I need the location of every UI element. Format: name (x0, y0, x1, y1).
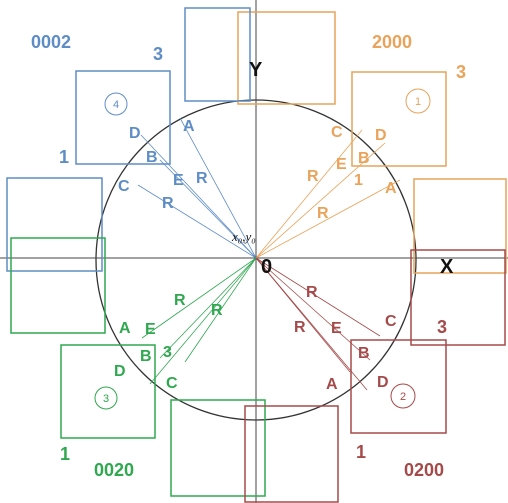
q3-number: 3 (103, 393, 109, 405)
q1-letter-1: 1 (354, 172, 363, 189)
q3-square-main (60, 344, 156, 439)
q3-corner-label: 1 (60, 444, 70, 464)
q4-ray-1 (255, 257, 381, 337)
q2-letter-r2: R (162, 195, 174, 212)
q4-letter-r1: R (306, 284, 318, 301)
q4-letter-b: B (358, 345, 370, 362)
q3-letter-r2: R (211, 302, 223, 319)
q2-number-circle (104, 92, 128, 116)
q2-corner-label-1: 1 (59, 147, 69, 167)
q1-code: 2000 (372, 32, 412, 52)
q2-square-left (6, 177, 103, 272)
q3-ray-3 (184, 257, 257, 363)
x-axis-label: X (440, 256, 454, 278)
q3-code: 0020 (94, 460, 134, 480)
q1-square-top (237, 11, 336, 105)
q3-letter-a: A (119, 320, 131, 337)
q4-letter-r2: R (294, 319, 306, 336)
quadrant-2 (6, 7, 257, 272)
q2-ray-2 (140, 134, 257, 259)
q4-letter-c: C (385, 313, 397, 330)
q4-number: 2 (400, 391, 406, 403)
q3-number-circle (94, 386, 118, 410)
q3-letter-r1: R (174, 292, 186, 309)
q1-letter-e: E (336, 156, 347, 173)
q1-number: 1 (415, 96, 421, 108)
q1-number-circle (405, 88, 431, 114)
q2-letter-c: C (118, 178, 130, 195)
q1-letter-b: B (358, 150, 370, 167)
q3-ray-1 (141, 257, 257, 339)
q1-letter-a: A (385, 180, 397, 197)
q4-ray-2 (255, 257, 371, 361)
q2-number: 4 (113, 99, 119, 111)
q1-letter-r1: R (307, 168, 319, 185)
q1-letter-r2: R (317, 205, 329, 222)
q4-letter-a: A (326, 376, 338, 393)
q2-square-top (184, 7, 251, 102)
q3-square-left (10, 237, 106, 334)
q1-letter-d: D (375, 127, 387, 144)
q4-corner-label-3: 3 (437, 317, 447, 337)
q4-letter-d: D (377, 374, 389, 391)
q3-letter-e: E (145, 321, 156, 338)
quadrant-4 (244, 249, 506, 503)
q4-square-main (350, 339, 447, 434)
q1-square-main (351, 71, 447, 167)
q2-square-main (75, 70, 171, 165)
q4-ray-4 (255, 257, 368, 391)
q2-ray-1 (179, 117, 257, 259)
quadrant-1 (237, 11, 507, 274)
q1-square-right (413, 178, 507, 274)
quadrant-3 (10, 237, 266, 497)
q3-ray-4 (149, 257, 257, 385)
q3-letter-c: C (166, 375, 178, 392)
q1-letter-c: C (331, 124, 343, 141)
q1-ray-3 (255, 179, 401, 259)
q2-ray-4 (137, 184, 257, 259)
y-axis-label: Y (249, 59, 263, 81)
q1-ray-2 (255, 142, 386, 259)
q3-ray-2 (159, 257, 257, 359)
q2-letter-a: A (183, 118, 195, 135)
q2-code: 0002 (31, 32, 71, 52)
origin-label: 0 (261, 256, 272, 278)
q4-square-right (410, 249, 506, 346)
q4-letter-e: E (331, 320, 342, 337)
q1-ray-1 (255, 129, 363, 259)
q3-letter-3: 3 (163, 344, 172, 361)
q2-letter-e: E (173, 172, 184, 189)
q2-letter-d: D (129, 125, 141, 142)
q3-letter-d: D (114, 363, 126, 380)
q4-code: 0200 (404, 460, 444, 480)
q4-square-bottom (244, 405, 339, 503)
q3-letter-b: B (140, 348, 152, 365)
q2-ray-3 (159, 159, 257, 259)
q4-corner-label-1: 1 (356, 442, 366, 462)
q2-letter-b: B (146, 149, 158, 166)
q2-corner-label-3: 3 (153, 44, 163, 64)
q3-square-bottom (170, 399, 266, 497)
center-point-label: x₀,y₀ (231, 229, 256, 244)
q1-corner-label: 3 (456, 62, 466, 82)
q4-number-circle (390, 383, 416, 409)
q2-letter-r1: R (196, 170, 208, 187)
